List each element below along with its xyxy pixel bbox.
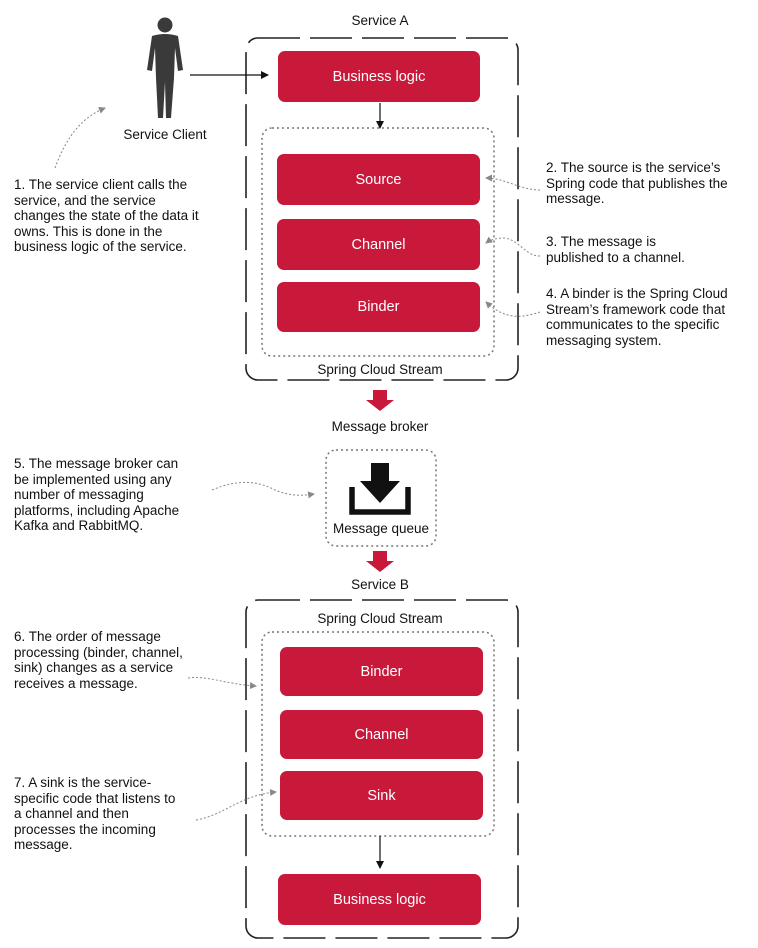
down-arrow-to-service-b bbox=[366, 551, 394, 572]
service-a-footer: Spring Cloud Stream bbox=[296, 362, 464, 378]
message-broker-label: Message broker bbox=[331, 419, 429, 434]
note-5: 5. The message broker can be implemented… bbox=[14, 456, 179, 534]
note-5-line: be implemented using any bbox=[14, 471, 172, 487]
service-b-header: Spring Cloud Stream bbox=[317, 611, 443, 626]
note-1: 1. The service client calls the service,… bbox=[14, 177, 199, 255]
download-tray-icon bbox=[349, 463, 411, 515]
note-4-line: communicates to the specific bbox=[546, 317, 720, 333]
note-4: 4. A binder is the Spring Cloud Stream’s… bbox=[546, 286, 728, 348]
note-6-line: 6. The order of message bbox=[14, 629, 161, 644]
note-3: 3. The message is published to a channel… bbox=[546, 234, 685, 265]
down-arrow-to-broker bbox=[366, 390, 394, 411]
note-1-line: changes the state of the data it bbox=[14, 208, 199, 224]
note-7-line: a channel and then bbox=[14, 806, 129, 822]
person-icon bbox=[147, 17, 183, 118]
note-2-leader bbox=[485, 174, 541, 191]
note-4-line: messaging system. bbox=[546, 332, 662, 348]
note-1-line: 1. The service client calls the bbox=[14, 177, 188, 192]
note-5-line: Kafka and RabbitMQ. bbox=[14, 518, 144, 534]
note-5-leader bbox=[211, 481, 315, 499]
note-7-line: specific code that listens to bbox=[14, 790, 176, 806]
note-2: 2. The source is the service’s Spring co… bbox=[546, 160, 728, 207]
sink-box: Sink bbox=[280, 771, 483, 820]
note-2-line: 2. The source is the service’s bbox=[546, 160, 721, 175]
message-queue-box bbox=[325, 449, 437, 547]
note-7: 7. A sink is the service- specific code … bbox=[14, 775, 175, 853]
note-5-line: 5. The message broker can bbox=[14, 456, 179, 471]
note-3-line: published to a channel. bbox=[546, 249, 685, 265]
service-a-container bbox=[245, 37, 519, 381]
service-a-channel-box: Channel bbox=[277, 219, 480, 270]
service-client-label: Service Client bbox=[123, 127, 207, 142]
note-3-leader bbox=[485, 236, 541, 257]
note-6-line: sink) changes as a service bbox=[14, 660, 174, 676]
note-7-line: 7. A sink is the service- bbox=[14, 775, 152, 790]
note-1-line: service, and the service bbox=[14, 192, 156, 208]
service-b-channel-box: Channel bbox=[280, 710, 483, 759]
note-4-line: 4. A binder is the Spring Cloud bbox=[546, 286, 728, 301]
note-5-line: number of messaging bbox=[14, 487, 144, 503]
note-7-line: message. bbox=[14, 837, 73, 853]
service-a-title: Service A bbox=[351, 13, 409, 28]
service-b-title: Service B bbox=[351, 577, 409, 592]
note-5-line: platforms, including Apache bbox=[14, 502, 180, 518]
note-1-leader bbox=[54, 106, 106, 169]
service-a-binder-box: Binder bbox=[277, 282, 480, 332]
note-6: 6. The order of message processing (bind… bbox=[14, 629, 183, 691]
service-b-container bbox=[245, 599, 519, 939]
note-4-line: Stream’s framework code that bbox=[546, 301, 726, 317]
note-6-line: receives a message. bbox=[14, 675, 138, 691]
note-2-line: message. bbox=[546, 191, 605, 207]
note-4-leader bbox=[485, 301, 541, 317]
note-6-leader bbox=[187, 676, 257, 690]
source-box: Source bbox=[277, 154, 480, 205]
service-a-business-logic-box: Business logic bbox=[278, 51, 480, 102]
note-7-leader bbox=[195, 789, 277, 821]
note-7-line: processes the incoming bbox=[14, 821, 156, 837]
note-1-line: owns. This is done in the bbox=[14, 223, 163, 239]
message-queue-label: Message queue bbox=[332, 521, 430, 536]
service-b-stream-group bbox=[261, 631, 495, 837]
note-3-line: 3. The message is bbox=[546, 234, 657, 249]
service-b-binder-box: Binder bbox=[280, 647, 483, 696]
note-2-line: Spring code that publishes the bbox=[546, 175, 728, 191]
note-1-line: business logic of the service. bbox=[14, 239, 187, 255]
service-b-business-logic-box: Business logic bbox=[278, 874, 481, 925]
note-6-line: processing (binder, channel, bbox=[14, 644, 183, 660]
